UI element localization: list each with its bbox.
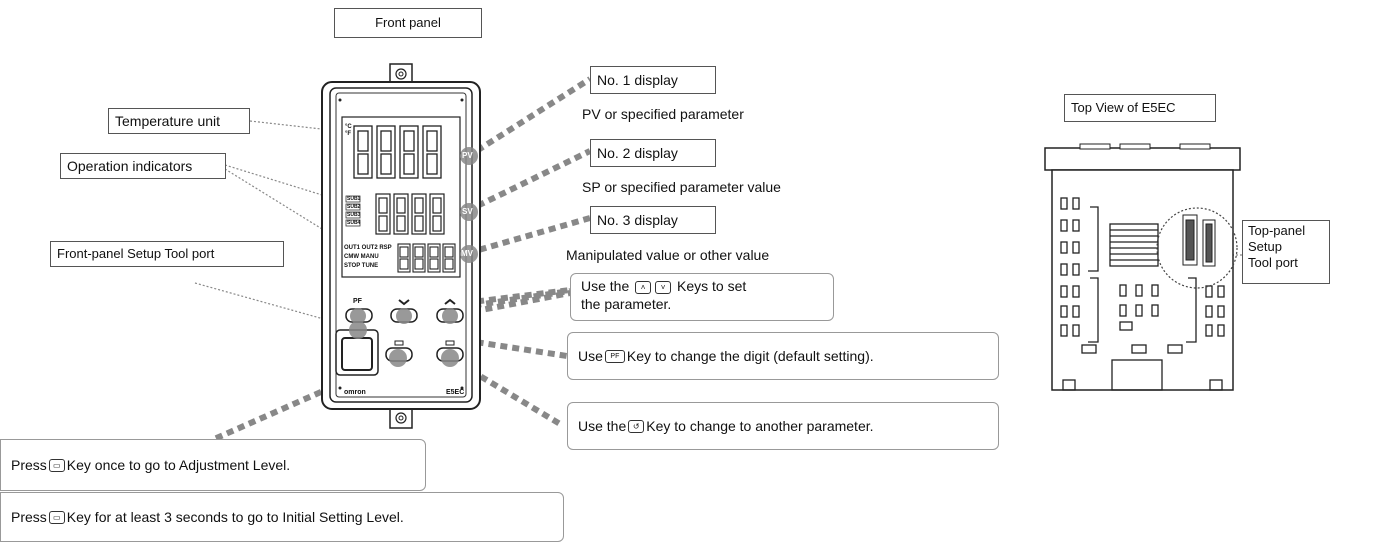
- no2-display-title: No. 2 display: [590, 139, 716, 167]
- callout-level-pre: Press: [11, 456, 47, 473]
- leader-front-port: [194, 282, 346, 326]
- out-indicator-row-1: OUT1 OUT2 RSP: [344, 245, 392, 251]
- callout-level-post: Key once to go to Adjustment Level.: [66, 456, 291, 473]
- top-view-title: Top View of E5EC: [1064, 94, 1216, 122]
- leader-level-key: [210, 355, 400, 443]
- top-panel-port-line-3: Tool port: [1248, 255, 1298, 270]
- leader-temperature-unit: [249, 120, 349, 133]
- no2-display-desc: SP or specified parameter value: [582, 179, 781, 195]
- mode-key-icon: ↺: [628, 419, 645, 433]
- front-setup-port-label: Front-panel Setup Tool port: [50, 241, 284, 267]
- callout-level-key: Press ▭ Key once to go to Adjustment Lev…: [0, 439, 426, 491]
- top-port-highlight-circle: [1156, 207, 1238, 289]
- callout-pf-pre: Use: [578, 347, 603, 364]
- down-double-chevron-icon: ˅: [655, 280, 672, 294]
- pv-key-label: PV: [462, 151, 473, 160]
- callout-updown-line2: the parameter.: [581, 296, 672, 312]
- callout-init-post: Key for at least 3 seconds to go to Init…: [66, 508, 404, 525]
- callout-mode-key: Use the ↺ Key to change to another param…: [567, 402, 999, 450]
- no1-display-desc: PV or specified parameter: [582, 106, 744, 122]
- out-indicator-row-3: STOP TUNE: [344, 263, 379, 269]
- up-double-chevron-icon: ˄: [635, 280, 652, 294]
- sub-indicator-2: SUB2: [347, 204, 361, 210]
- pf-key-icon: PF: [604, 349, 625, 363]
- sub-indicator-1: SUB1: [347, 196, 361, 202]
- callout-mode-pre: Use the: [578, 417, 627, 434]
- callout-init-pre: Press: [11, 508, 47, 525]
- pf-key-label: PF: [353, 298, 362, 305]
- callout-pf-key: Use PF Key to change the digit (default …: [567, 332, 999, 380]
- leader-no3-display: [467, 215, 591, 256]
- leader-mode-key: [448, 355, 562, 427]
- leader-no2-display: [465, 148, 592, 214]
- callout-updown-post: Keys to set: [677, 278, 747, 294]
- callout-initial-setting: Press ▭ Key for at least 3 seconds to go…: [0, 492, 564, 542]
- level-key-icon-2: ▭: [48, 510, 65, 524]
- no1-display-title: No. 1 display: [590, 66, 716, 94]
- leader-pf-key-a: [449, 290, 571, 319]
- sub-indicator-4: SUB4: [347, 220, 361, 226]
- lcd-unit-f: °F: [345, 131, 352, 137]
- callout-updown-keys: Use the ˄˅ Keys to set the parameter.: [570, 273, 834, 321]
- mv-key-label: MV: [461, 249, 473, 258]
- top-panel-port-line-2: Setup: [1248, 239, 1282, 254]
- top-panel-port-line-1: Top-panel: [1248, 223, 1306, 238]
- operation-indicators-label: Operation indicators: [60, 153, 226, 179]
- brand-logo: omron: [344, 389, 366, 396]
- level-key-icon: ▭: [48, 458, 65, 472]
- sv-key-label: SV: [462, 207, 473, 216]
- top-panel-port-label: Top-panel Setup Tool port: [1242, 220, 1330, 284]
- leader-indicators-1: [224, 164, 349, 204]
- no3-display-title: No. 3 display: [590, 206, 716, 234]
- model-label: E5EC: [446, 389, 465, 396]
- front-panel-title: Front panel: [334, 8, 482, 38]
- callout-pf-post: Key to change the digit (default setting…: [626, 347, 874, 364]
- leader-no1-display: [465, 76, 592, 160]
- no3-display-desc: Manipulated value or other value: [566, 247, 770, 263]
- temperature-unit-label: Temperature unit: [108, 108, 250, 134]
- callout-mode-post: Key to change to another parameter.: [646, 417, 874, 434]
- out-indicator-row-2: CMW MANU: [344, 254, 379, 260]
- sub-indicator-3: SUB3: [347, 212, 361, 218]
- callout-updown-pre: Use the: [581, 278, 630, 294]
- lcd-unit-c: °C: [345, 124, 352, 130]
